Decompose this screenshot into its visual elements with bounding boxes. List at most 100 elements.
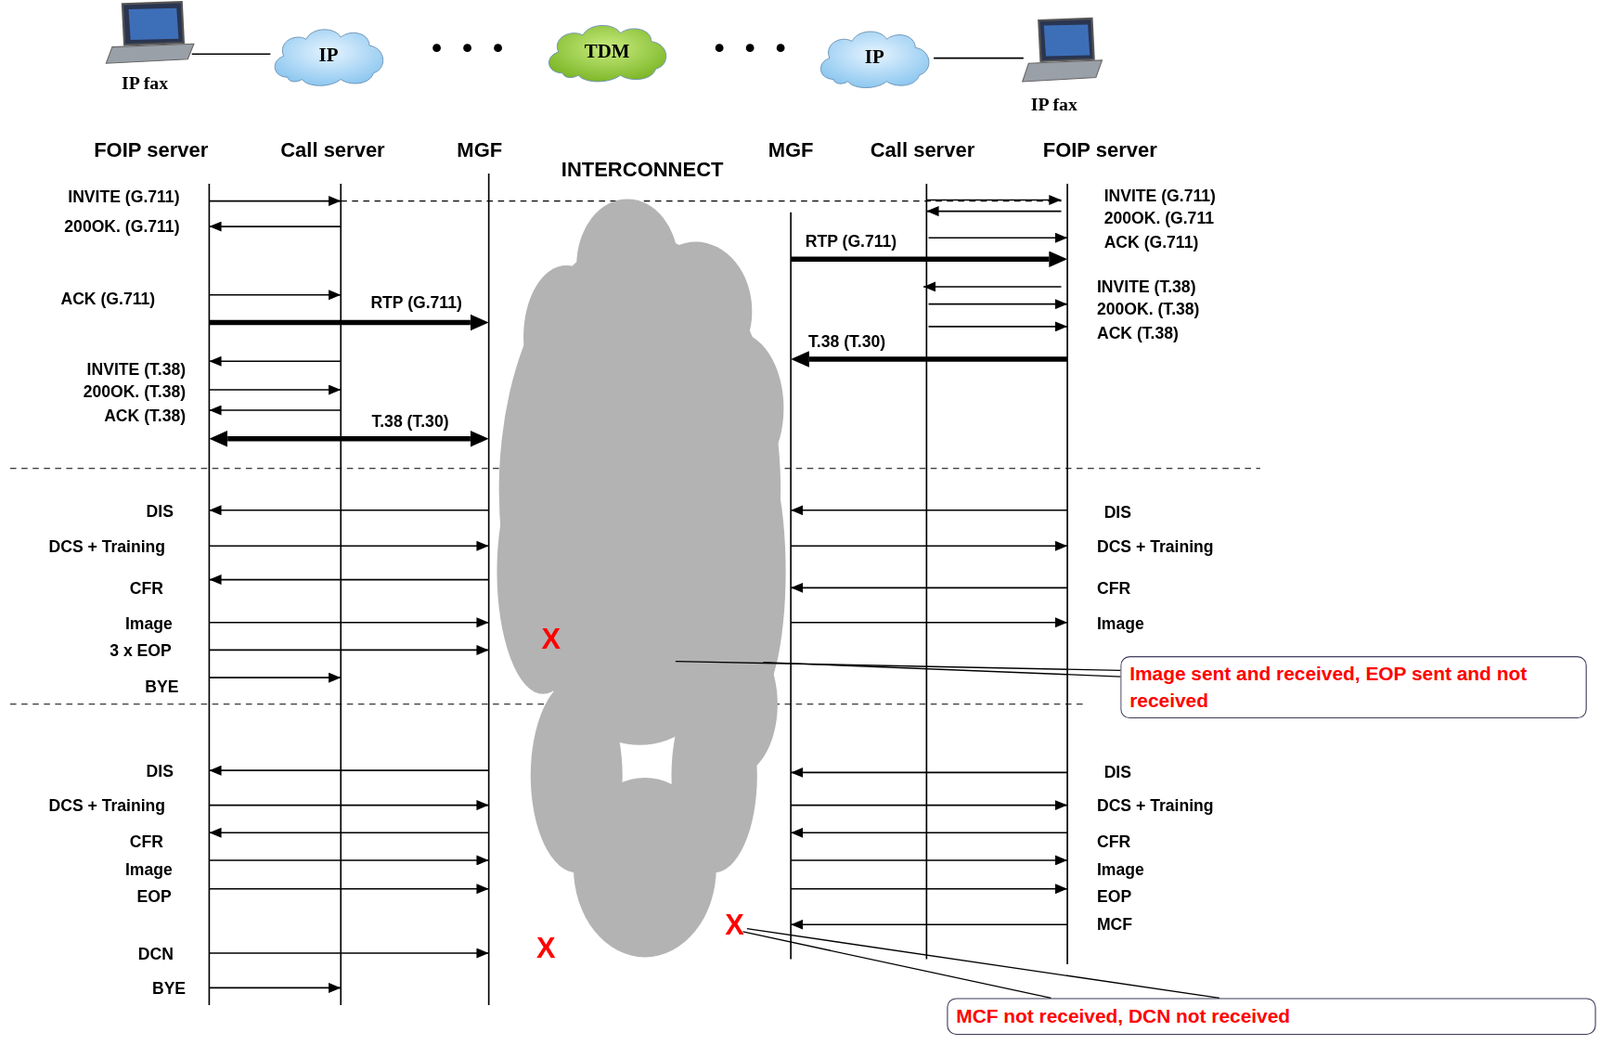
message-label: BYE: [144, 677, 179, 696]
drawing-part: [208, 544, 489, 547]
network-cloud: IP: [267, 22, 390, 88]
drawing-part: [923, 285, 1061, 288]
fax-label: IP fax: [1031, 94, 1078, 116]
message-label: INVITE (T.38): [1096, 277, 1197, 296]
drawing-part: [208, 831, 489, 834]
drawing-part: [715, 43, 724, 52]
drawing-part: [208, 200, 341, 203]
drawing-part: [790, 587, 1068, 590]
message-label: DCS + Training: [49, 538, 167, 556]
message-label: EOP: [1096, 888, 1132, 906]
drawing-part: [208, 200, 1068, 989]
message-label: Image: [125, 614, 173, 633]
drawing-part: [208, 621, 489, 624]
drawing-part: [789, 212, 792, 960]
message-label: INVITE (G.711): [1104, 186, 1216, 205]
drawing-part: [493, 43, 503, 52]
message-label: Image: [1096, 614, 1145, 633]
message-label: T.38 (T.30): [808, 333, 886, 351]
interconnect-cloud: INTERCONNECT: [496, 157, 788, 959]
lifeline-header: MGF: [768, 139, 814, 162]
message-label: EOP: [137, 888, 172, 906]
drawing-part: [208, 294, 341, 297]
drawing-part: [488, 173, 491, 1006]
drawing-part: [1022, 60, 1103, 82]
drawing-part: [1066, 183, 1069, 965]
drawing-part: [208, 804, 489, 807]
lifeline-header: FOIP server: [93, 139, 208, 162]
message-label: DCN: [138, 944, 174, 963]
drawing-part: [926, 210, 1061, 213]
drawing-part: [208, 360, 341, 362]
loss-mark: X: [541, 624, 561, 657]
message-label: Image: [1096, 860, 1145, 878]
drawing-part: [208, 888, 489, 891]
message-label: ACK (T.38): [103, 407, 186, 426]
message-label: CFR: [1096, 580, 1131, 598]
message-label: 3 x EOP: [109, 642, 172, 660]
message-label: 200OK. (G.711): [64, 217, 180, 235]
drawing-part: [208, 173, 1068, 1006]
message-label: RTP (G.711): [805, 232, 897, 251]
drawing-part: [820, 31, 930, 88]
drawing-part: [510, 347, 593, 531]
loss-mark: X: [536, 933, 556, 966]
laptop-icon: [105, 1, 194, 64]
message-label: MCF: [1096, 916, 1133, 934]
drawing-part: [339, 183, 342, 1006]
drawing-part: [208, 952, 489, 955]
drawing-part: [274, 29, 384, 86]
message-label: DIS: [1104, 763, 1132, 782]
message-label: ACK (G.711): [60, 290, 155, 309]
drawing-part: [790, 923, 1068, 926]
drawing-part: [790, 831, 1068, 834]
drawing-part: [742, 931, 1051, 998]
drawing-part: [549, 25, 667, 81]
drawing-part: [463, 43, 472, 52]
message-label: DCS + Training: [1096, 538, 1214, 556]
drawing-part: [208, 769, 489, 772]
drawing-part: [691, 632, 777, 776]
drawing-part: [809, 356, 1068, 362]
drawing-part: [208, 225, 341, 228]
cloud-label: IP: [864, 45, 885, 68]
drawing-part: [208, 183, 211, 1006]
laptop-icon: [1022, 18, 1103, 82]
message-label: 200OK. (G.711: [1104, 209, 1214, 228]
message-label: ACK (G.711): [1104, 233, 1200, 252]
message-label: CFR: [129, 832, 164, 851]
drawing-part: [929, 236, 1069, 239]
drawing-part: [790, 772, 1068, 775]
drawing-part: [105, 43, 194, 64]
drawing-part: [208, 320, 470, 325]
message-label: ACK (T.38): [1096, 324, 1179, 343]
drawing-part: [790, 888, 1068, 891]
drawing-part: [208, 579, 489, 581]
drawing-part: [929, 325, 1069, 328]
drawing-part: [933, 57, 1024, 60]
loss-mark: X: [724, 909, 745, 942]
drawing-part: [675, 661, 1121, 671]
cloud-label: IP: [319, 43, 339, 66]
message-label: BYE: [152, 980, 186, 998]
drawing-part: [208, 649, 489, 652]
drawing-part: [208, 388, 341, 391]
message-label: DCS + Training: [1096, 797, 1214, 815]
drawing-part: [926, 199, 1061, 202]
lifeline-header: Call server: [870, 139, 975, 162]
drawing-part: [1038, 18, 1094, 62]
drawing-part: [208, 859, 489, 862]
message-label: RTP (G.711): [370, 294, 462, 312]
drawing-part: [208, 987, 341, 990]
drawing-part: [1044, 24, 1090, 56]
drawing-part: [790, 859, 1068, 862]
message-label: DIS: [146, 762, 174, 781]
drawing-part: [122, 1, 184, 45]
drawing-part: [762, 662, 1121, 677]
drawing-part: [790, 509, 1068, 512]
message-label: CFR: [129, 580, 164, 598]
drawing-part: [208, 676, 341, 679]
cloud-label: INTERCONNECT: [496, 157, 788, 181]
callout-text: MCF not received, DCN not received: [955, 1003, 1587, 1030]
